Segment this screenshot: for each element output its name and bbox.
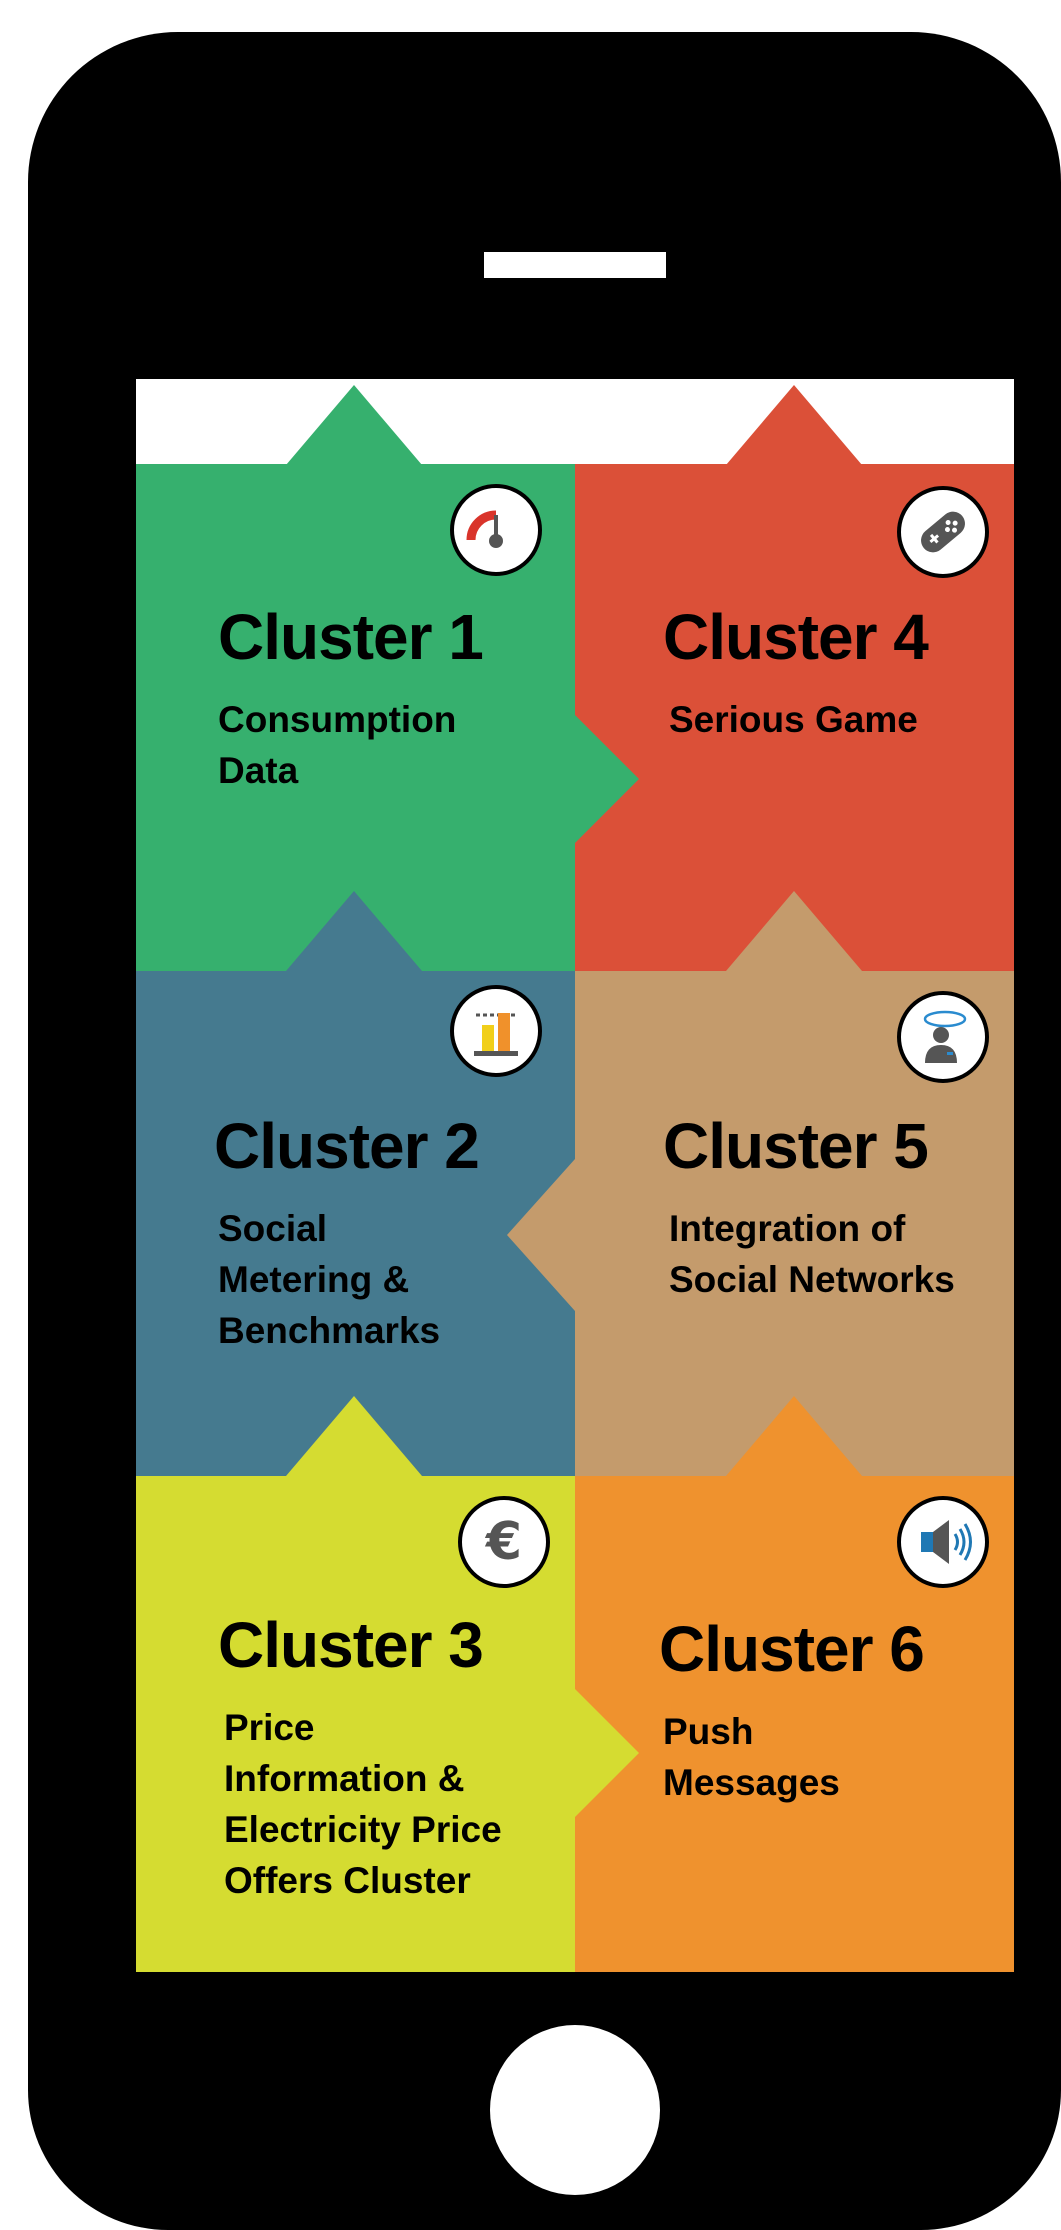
cluster-2-subtitle: Social Metering & Benchmarks	[218, 1208, 441, 1351]
cluster-3-subtitle: Price Information & Electricity Price Of…	[224, 1707, 502, 1901]
cluster-4-tile[interactable]: Cluster 4 Serious Game	[575, 464, 1014, 971]
cluster-6-tile[interactable]: Cluster 6 Push Messages	[575, 1476, 1014, 1972]
gauge-icon	[450, 484, 542, 576]
arrow-up-icon	[286, 1396, 422, 1476]
arrow-up-icon	[286, 891, 422, 971]
cluster-2-tile[interactable]: Cluster 2 Social Metering & Benchmarks	[136, 971, 575, 1476]
speaker-icon	[897, 1496, 989, 1588]
cluster-1-subtitle: Consumption Data	[218, 699, 457, 791]
arrow-up-icon	[726, 891, 862, 971]
bar-chart-icon	[450, 985, 542, 1077]
cluster-6-title: Cluster 6	[659, 1613, 925, 1685]
cluster-6-subtitle: Push Messages	[663, 1711, 840, 1803]
phone-speaker	[484, 252, 666, 278]
cluster-2-title: Cluster 2	[214, 1110, 480, 1182]
person-chat-icon	[897, 991, 989, 1083]
arrow-up-icon	[726, 385, 862, 465]
gamepad-icon	[897, 486, 989, 578]
cluster-1-title: Cluster 1	[218, 601, 484, 673]
cluster-1-tile[interactable]: Cluster 1 Consumption Data	[136, 464, 575, 971]
arrow-right-icon	[575, 715, 639, 843]
arrow-right-icon	[575, 1689, 639, 1817]
arrow-up-icon	[286, 385, 422, 465]
euro-icon: €	[458, 1496, 550, 1588]
cluster-4-subtitle: Serious Game	[669, 699, 918, 740]
home-button[interactable]	[490, 2025, 660, 2195]
cluster-3-title: Cluster 3	[218, 1609, 484, 1681]
cluster-3-tile[interactable]: € Cluster 3 Price Information & Electric…	[136, 1476, 575, 1972]
phone-frame: Cluster 1 Consumption Data	[28, 32, 1061, 2230]
cluster-4-title: Cluster 4	[663, 601, 929, 673]
arrow-up-icon	[726, 1396, 862, 1476]
cluster-5-tile[interactable]: Cluster 5 Integration of Social Networks	[575, 971, 1014, 1476]
arrow-left-icon	[507, 1159, 575, 1311]
cluster-5-subtitle: Integration of Social Networks	[669, 1208, 955, 1300]
cluster-5-title: Cluster 5	[663, 1110, 929, 1182]
phone-screen: Cluster 1 Consumption Data	[136, 379, 1014, 1972]
